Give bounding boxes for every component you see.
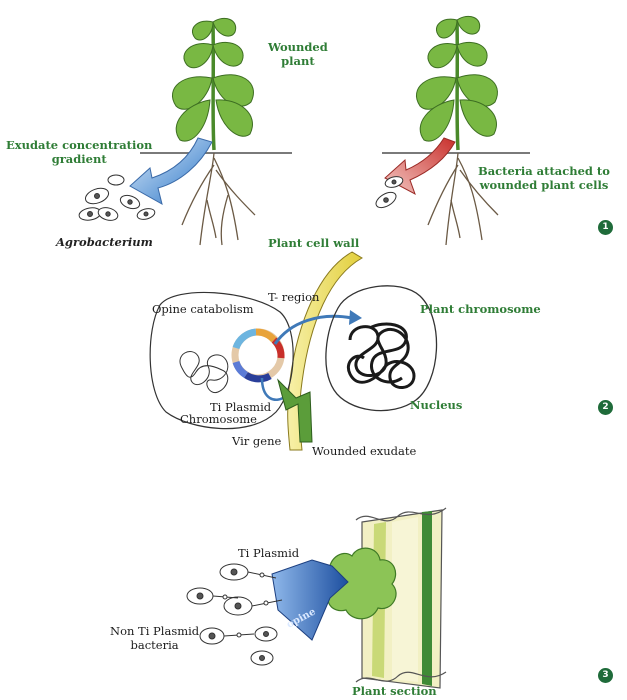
bacterial-chromosome: [180, 352, 228, 393]
step-badge-1: 1: [598, 220, 613, 235]
step-badge-3: 3: [598, 668, 613, 683]
label-opine-catabolism: Opine catabolism: [152, 302, 254, 316]
bacteria-cluster-panel3: [187, 564, 277, 665]
label-ti-plasmid-panel3: Ti Plasmid: [238, 546, 299, 560]
t-dna-arrowhead: [349, 310, 362, 325]
label-chromosome: Chromosome: [180, 412, 257, 426]
label-exudate-line1: Exudate concentration: [6, 138, 152, 152]
label-wounded-plant-line2: plant: [268, 54, 328, 68]
wounded-plant-left: [172, 18, 253, 150]
label-bacteria-attached-line2: wounded plant cells: [478, 178, 610, 192]
label-wounded-exudate: Wounded exudate: [312, 444, 416, 458]
label-bacteria-attached: Bacteria attached to wounded plant cells: [478, 164, 610, 192]
label-bacteria-attached-line1: Bacteria attached to: [478, 164, 610, 178]
ti-plasmid-ring: [235, 332, 281, 379]
label-t-region: T- region: [268, 290, 319, 304]
step-badge-2: 2: [598, 400, 613, 415]
label-non-ti-line1: Non Ti Plasmid: [110, 624, 199, 638]
label-wounded-plant: Wounded plant: [268, 40, 328, 68]
label-exudate-line2: gradient: [6, 152, 152, 166]
label-agrobacterium: Agrobacterium: [56, 235, 153, 249]
label-non-ti-line2: bacteria: [110, 638, 199, 652]
label-wounded-plant-line1: Wounded: [268, 40, 328, 54]
label-vir-gene: Vir gene: [232, 434, 281, 448]
label-non-ti-bacteria: Non Ti Plasmid bacteria: [110, 624, 199, 652]
label-plant-cell-wall: Plant cell wall: [268, 236, 359, 250]
wounded-plant-right: [416, 16, 497, 150]
label-exudate-gradient: Exudate concentration gradient: [6, 138, 152, 166]
agrobacterium-cells-right: [373, 175, 404, 211]
label-nucleus: Nucleus: [410, 398, 462, 412]
label-plant-section: Plant section: [352, 684, 437, 698]
label-plant-chromosome: Plant chromosome: [420, 302, 541, 316]
plant-chromosome-coil: [348, 324, 414, 388]
